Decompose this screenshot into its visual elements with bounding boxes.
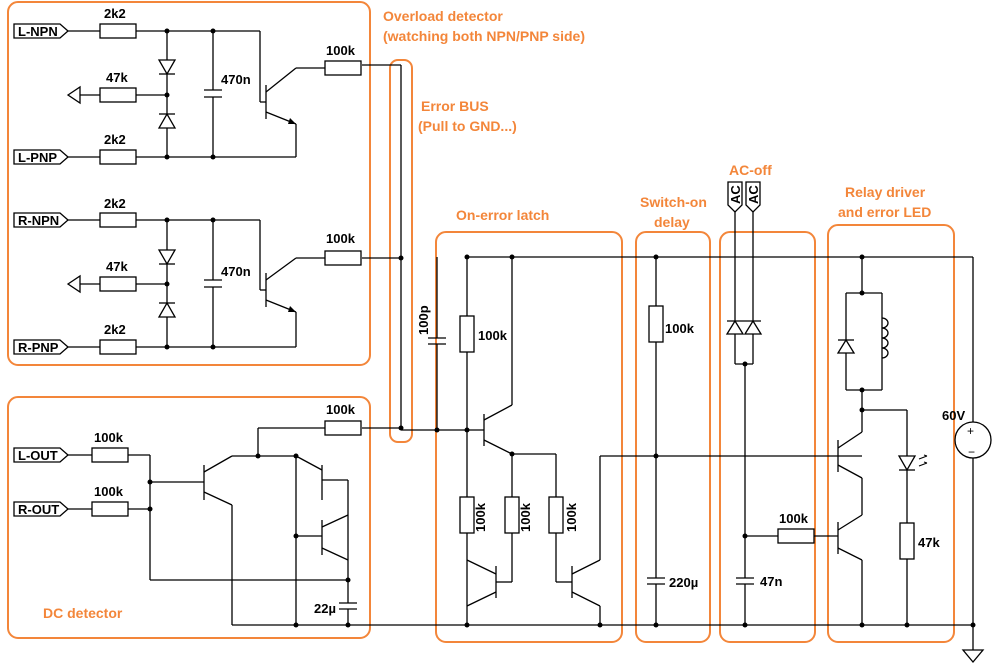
resistor-100k-r-out [91,501,129,517]
ac-off-box [719,231,816,643]
resistor-100k-dc-bus [324,420,362,436]
dc-detector-box [7,396,371,639]
title-dc-detector: DC detector [43,605,123,621]
subtitle-overload: (watching both NPN/PNP side) [383,28,585,44]
ground-icon [66,274,81,294]
svg-text:100k: 100k [478,328,508,343]
svg-text:R-PNP: R-PNP [18,340,59,355]
svg-text:2k2: 2k2 [104,196,126,211]
diode-r-upper [157,249,177,266]
svg-text:47k: 47k [918,535,940,550]
resistor-47k-led [899,522,915,560]
svg-text:100k: 100k [326,402,356,417]
error-bus-box [389,59,413,443]
title-switch-on: Switch-on [640,194,707,210]
resistor-100k-l-out [91,447,129,463]
svg-text:470n: 470n [221,72,251,87]
resistor-100k-latch-3 [548,496,564,534]
diode-ac-2 [743,319,763,335]
resistor-2k2-l-pnp [99,149,137,165]
relay-coil-icon [881,317,889,359]
svg-text:AC: AC [728,185,743,204]
overload-detector-box [7,1,371,366]
svg-text:22µ: 22µ [314,601,336,616]
svg-text:2k2: 2k2 [104,322,126,337]
svg-text:AC: AC [746,185,761,204]
resistor-100k-r-bus [324,250,362,266]
svg-text:100k: 100k [326,43,356,58]
title-relay-led: and error LED [838,204,931,220]
diode-ac-1 [725,319,745,335]
resistor-47k-l [99,87,137,103]
resistor-2k2-l-npn [99,23,137,39]
svg-text:100p: 100p [416,305,431,335]
title-overload: Overload detector [383,8,503,24]
resistor-100k-delay [648,305,664,343]
port-l-npn: L-NPN [13,23,69,39]
svg-text:100k: 100k [779,511,809,526]
error-led-icon [897,455,917,472]
title-error-bus: Error BUS [421,98,489,114]
diode-r-lower [157,301,177,318]
svg-text:100k: 100k [564,502,579,532]
svg-text:100k: 100k [473,502,488,532]
svg-text:47k: 47k [106,70,128,85]
plus-icon: + [967,424,974,438]
switch-on-delay-box [635,231,711,643]
title-latch: On-error latch [456,207,549,223]
resistor-100k-l-bus [324,60,362,76]
resistor-100k-ac-off [777,528,815,544]
svg-text:47n: 47n [760,574,782,589]
ground-icon [961,649,985,664]
resistor-100k-latch-1 [459,496,475,534]
port-r-npn: R-NPN [13,212,69,228]
svg-text:2k2: 2k2 [104,132,126,147]
svg-text:100k: 100k [518,502,533,532]
resistor-47k-r [99,276,137,292]
relay-driver-box [827,224,955,643]
svg-text:R-OUT: R-OUT [18,502,59,517]
latch-box [435,231,623,643]
svg-text:100k: 100k [94,430,124,445]
diode-l-upper [157,59,177,76]
port-ac-2: AC [745,181,761,213]
svg-text:60V: 60V [942,408,965,423]
svg-text:47k: 47k [106,259,128,274]
subtitle-error-bus: (Pull to GND...) [418,118,517,134]
svg-text:L-PNP: L-PNP [18,150,57,165]
resistor-2k2-r-pnp [99,339,137,355]
flyback-diode [836,338,856,354]
port-l-pnp: L-PNP [13,149,69,165]
title-relay: Relay driver [845,184,926,200]
svg-text:100k: 100k [665,321,695,336]
resistor-100k-latch-2 [504,496,520,534]
diode-l-lower [157,112,177,129]
svg-text:470n: 470n [221,264,251,279]
resistor-100k-latch-top [459,315,475,353]
svg-text:100k: 100k [94,484,124,499]
svg-text:100k: 100k [326,231,356,246]
port-r-pnp: R-PNP [13,339,69,355]
minus-icon: − [968,445,975,459]
port-ac-1: AC [727,181,743,213]
resistor-2k2-r-npn [99,212,137,228]
title-switch-on-delay: delay [654,214,690,230]
svg-text:2k2: 2k2 [104,6,126,21]
light-emission-icon [918,454,928,467]
svg-text:R-NPN: R-NPN [18,213,59,228]
port-r-out: R-OUT [13,501,69,517]
ground-icon [66,85,81,105]
title-ac-off: AC-off [729,162,772,178]
svg-text:220µ: 220µ [669,575,698,590]
port-l-out: L-OUT [13,447,69,463]
svg-text:L-NPN: L-NPN [18,24,58,39]
svg-text:L-OUT: L-OUT [18,448,58,463]
